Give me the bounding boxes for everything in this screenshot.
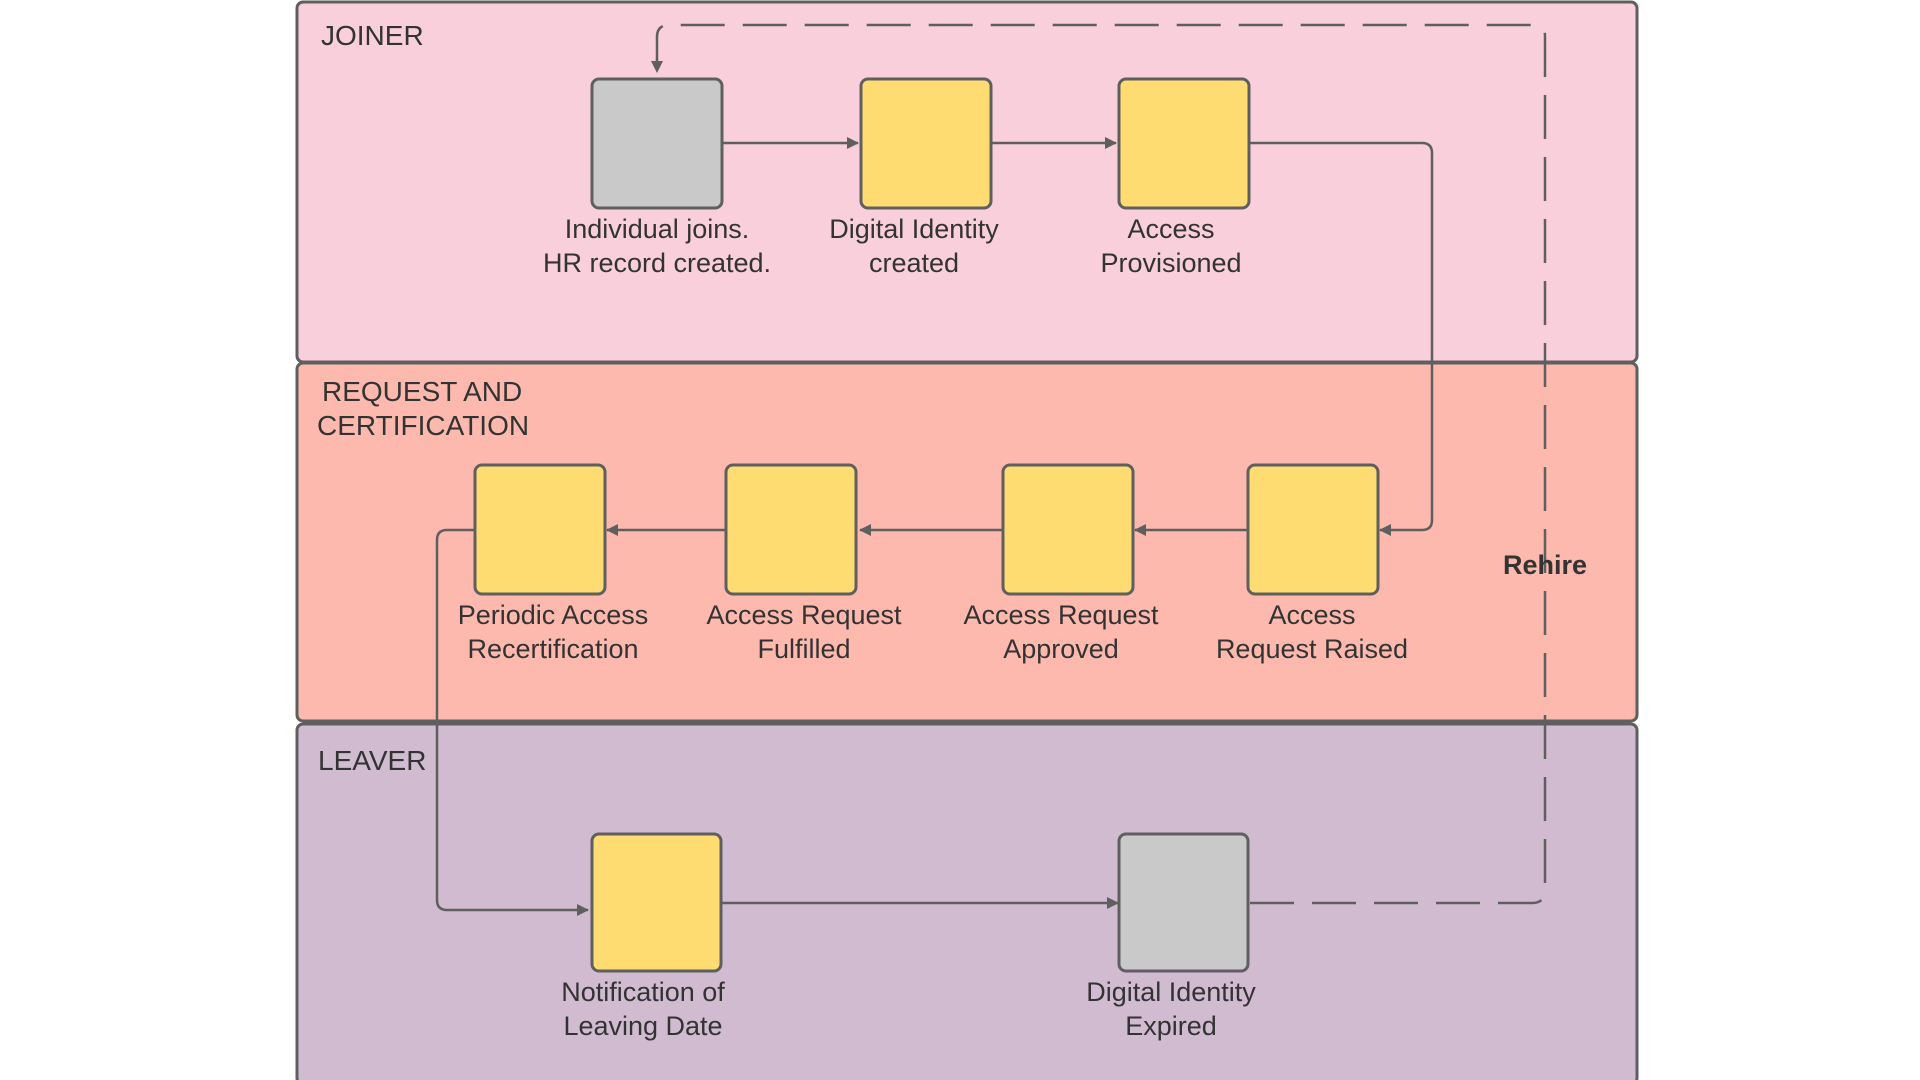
node-access-provisioned-box bbox=[1117, 77, 1251, 210]
lane-joiner-title: JOINER bbox=[321, 20, 424, 51]
lane-request-certification: REQUEST AND CERTIFICATION bbox=[295, 361, 1639, 723]
node-access-request-fulfilled: Access Request Fulfilled bbox=[706, 463, 902, 664]
node-access-provisioned: Access Provisioned bbox=[1100, 77, 1251, 278]
lane-request-background bbox=[295, 361, 1639, 723]
node-periodic-recertification-label-line-1: Periodic Access bbox=[458, 600, 649, 630]
node-leaving-notification-label-line-2: Leaving Date bbox=[563, 1011, 722, 1041]
edge-rehire-loop bbox=[651, 23, 1547, 905]
node-access-provisioned-label-line-2: Provisioned bbox=[1100, 248, 1241, 278]
node-access-request-approved: Access Request Approved bbox=[963, 463, 1159, 664]
node-periodic-recertification-box bbox=[473, 463, 607, 596]
lane-request-title-line-1: REQUEST AND bbox=[322, 376, 522, 407]
node-access-provisioned-label-line-1: Access bbox=[1127, 214, 1214, 244]
node-hr-record-label-line-2: HR record created. bbox=[543, 248, 771, 278]
node-digital-identity-label-line-2: created bbox=[869, 248, 959, 278]
node-access-request-raised: Access Request Raised bbox=[1216, 463, 1408, 664]
node-access-request-raised-box bbox=[1246, 463, 1380, 596]
edge-recertification-to-leaving bbox=[435, 528, 589, 916]
node-access-request-approved-label-line-2: Approved bbox=[1003, 634, 1119, 664]
node-access-request-fulfilled-label-line-2: Fulfilled bbox=[757, 634, 850, 664]
node-leaving-notification-box bbox=[590, 832, 723, 973]
connectors bbox=[435, 23, 1547, 916]
node-periodic-recertification-label-line-2: Recertification bbox=[467, 634, 638, 664]
node-digital-identity-box bbox=[859, 77, 993, 210]
node-access-request-approved-box bbox=[1001, 463, 1135, 596]
node-hr-record: Individual joins. HR record created. bbox=[543, 77, 771, 278]
node-hr-record-label-line-1: Individual joins. bbox=[565, 214, 750, 244]
node-digital-identity: Digital Identity created bbox=[829, 77, 999, 278]
node-identity-expired-label-line-1: Digital Identity bbox=[1086, 977, 1256, 1007]
edge-provisioned-to-request-raised bbox=[1250, 141, 1434, 536]
node-digital-identity-label-line-1: Digital Identity bbox=[829, 214, 999, 244]
node-periodic-recertification: Periodic Access Recertification bbox=[458, 463, 649, 664]
node-identity-expired-box bbox=[1117, 832, 1250, 973]
node-leaving-notification: Notification of Leaving Date bbox=[561, 832, 725, 1041]
lane-request-title-line-2: CERTIFICATION bbox=[317, 410, 529, 441]
node-identity-expired: Digital Identity Expired bbox=[1086, 832, 1256, 1041]
node-access-request-raised-label-line-2: Request Raised bbox=[1216, 634, 1408, 664]
node-identity-expired-label-line-2: Expired bbox=[1125, 1011, 1217, 1041]
node-access-request-raised-label-line-1: Access bbox=[1268, 600, 1355, 630]
rehire-label: Rehire bbox=[1503, 550, 1587, 580]
node-leaving-notification-label-line-1: Notification of bbox=[561, 977, 725, 1007]
node-access-request-approved-label-line-1: Access Request bbox=[963, 600, 1159, 630]
node-hr-record-box bbox=[590, 77, 724, 210]
node-access-request-fulfilled-box bbox=[724, 463, 858, 596]
node-access-request-fulfilled-label-line-1: Access Request bbox=[706, 600, 902, 630]
lane-leaver-title: LEAVER bbox=[318, 745, 426, 776]
